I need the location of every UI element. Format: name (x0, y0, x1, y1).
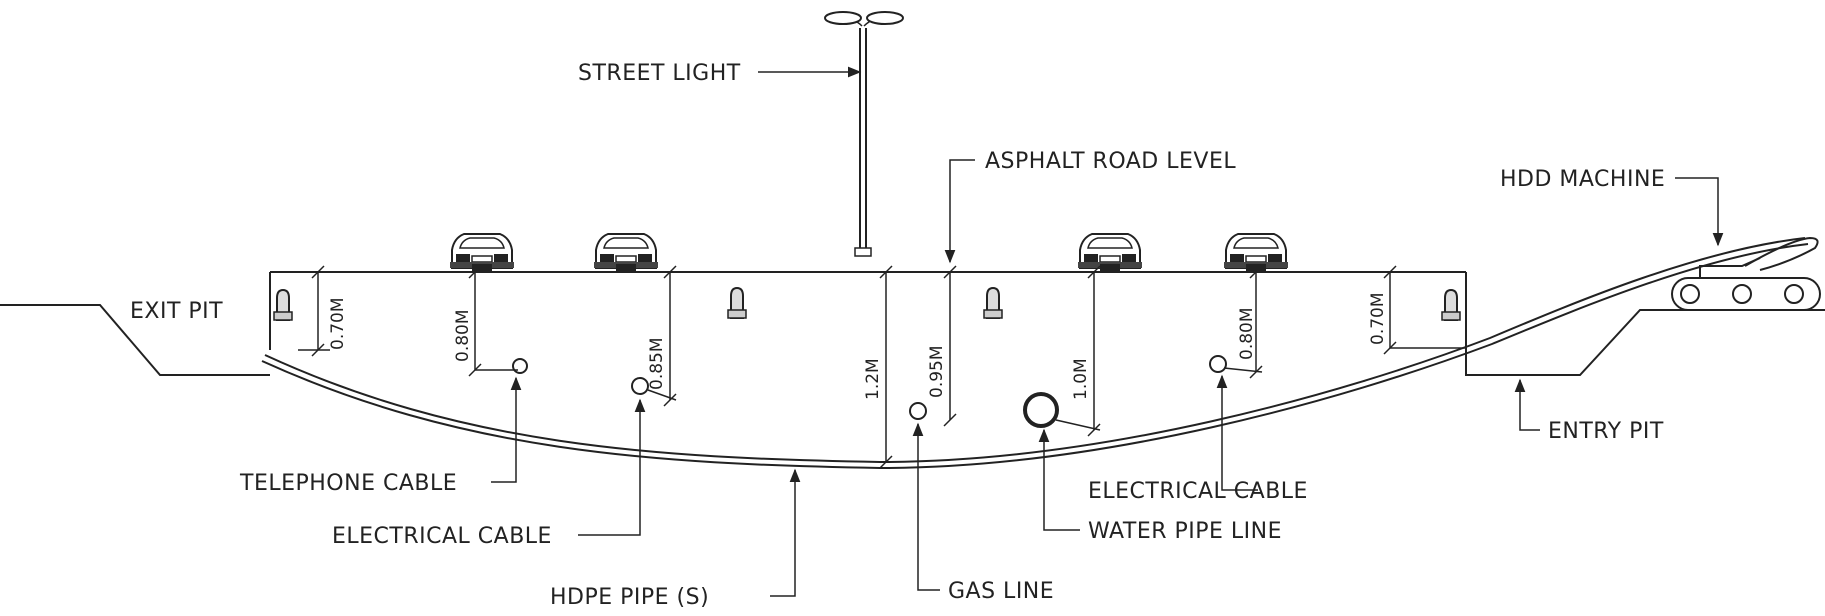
electrical-cable-icon (1209, 355, 1227, 373)
water-pipe-line-label: WATER PIPE LINE (1088, 519, 1282, 544)
exit-pit-label: EXIT PIT (130, 299, 223, 324)
leaders (491, 66, 1724, 597)
bollard-icon (983, 287, 1003, 319)
bollard-icon (273, 289, 293, 321)
gas-line-label: GAS LINE (948, 579, 1054, 604)
bollard-icon (1441, 289, 1461, 321)
car-icon (1223, 233, 1289, 273)
gas-line-icon (909, 402, 927, 420)
electrical-cable-right-label: ELECTRICAL CABLE (1088, 479, 1308, 504)
hdpe-pipe (261, 237, 1809, 470)
telephone-cable-icon (512, 358, 528, 374)
entry-pit-label: ENTRY PIT (1548, 419, 1664, 444)
telephone-cable-label: TELEPHONE CABLE (239, 471, 457, 496)
depth-label-exit: 0.70M (328, 297, 348, 350)
street-light-icon (824, 11, 904, 257)
depth-dimensions (298, 265, 1466, 469)
depth-label-entry: 0.70M (1368, 292, 1388, 345)
bollard-icon (727, 287, 747, 319)
electrical-cable-left-label: ELECTRICAL CABLE (332, 524, 552, 549)
hdd-machine-icon (1671, 236, 1821, 311)
water-pipe-icon (1023, 392, 1059, 428)
depth-label-max: 1.2M (863, 358, 883, 400)
street-light-label: STREET LIGHT (578, 61, 741, 86)
depth-label-telephone: 0.80M (453, 309, 473, 362)
depth-label-electrical-right: 0.80M (1237, 307, 1257, 360)
hdd-machine-label: HDD MACHINE (1500, 167, 1665, 192)
hdpe-pipe-label: HDPE PIPE (S) (550, 585, 709, 610)
electrical-cable-icon (631, 377, 649, 395)
depth-label-gas: 0.95M (927, 345, 947, 398)
car-icon (1077, 233, 1143, 273)
car-icon (593, 233, 659, 273)
car-icon (449, 233, 515, 273)
depth-label-electrical-left: 0.85M (647, 337, 667, 390)
asphalt-road-level-label: ASPHALT ROAD LEVEL (985, 149, 1236, 174)
depth-label-water: 1.0M (1071, 358, 1091, 400)
